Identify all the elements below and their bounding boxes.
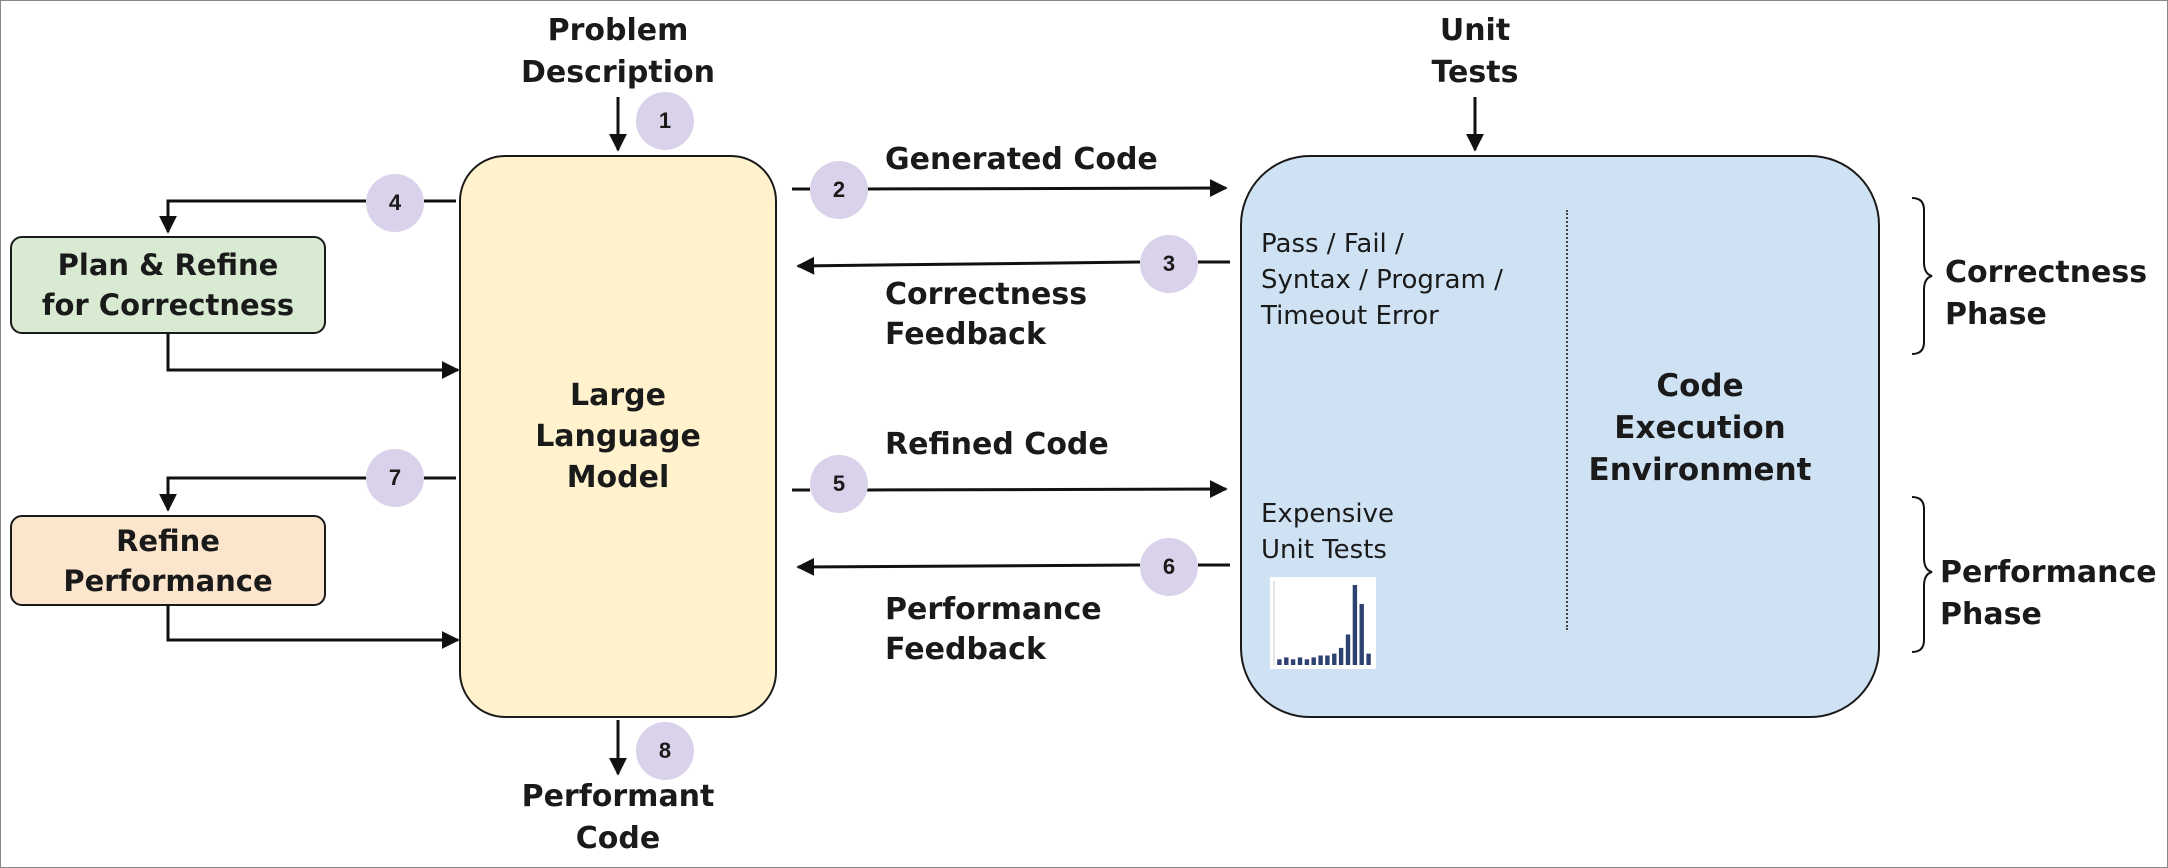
unit-tests-label: Unit Tests	[1395, 10, 1555, 94]
llm-label-line: Large	[570, 378, 666, 413]
llm-label-line: Model	[566, 460, 670, 495]
env-label-line: Code	[1656, 368, 1744, 404]
problem-description-line: Problem	[547, 13, 689, 48]
expensive-unit-tests-text: Expensive Unit Tests	[1261, 496, 1521, 568]
performant-code-line: Performant	[521, 779, 715, 814]
step-8-badge: 8	[636, 722, 694, 780]
expensive-tests-line: Expensive	[1261, 499, 1394, 529]
performant-code-label: Performant Code	[498, 776, 738, 860]
test-outcome-line: Timeout Error	[1261, 301, 1439, 331]
plan-refine-correctness-box: Plan & Refine for Correctness	[10, 236, 326, 334]
refine-loop-in-arrow	[166, 606, 460, 649]
refined-code-arrow	[865, 480, 1228, 499]
performance-feedback-line: Feedback	[885, 632, 1046, 667]
correctness-phase-line: Correctness	[1945, 255, 2148, 290]
performance-phase-brace	[1911, 496, 1933, 653]
performance-phase-line: Phase	[1940, 597, 2042, 632]
performance-phase-line: Performance	[1940, 555, 2157, 590]
step-5-badge: 5	[810, 455, 868, 513]
step-4-badge: 4	[366, 174, 424, 232]
plan-loop-in-arrow	[166, 334, 460, 379]
env-label: Code Execution Environment	[1580, 365, 1820, 491]
correctness-phase-label: Correctness Phase	[1945, 252, 2165, 336]
step-3-badge: 3	[1140, 235, 1198, 293]
llm-label-line: Language	[535, 419, 701, 454]
test-outcome-line: Pass / Fail /	[1261, 229, 1404, 259]
mini-chart-bar	[1318, 655, 1323, 665]
performance-feedback-line: Performance	[885, 592, 1102, 627]
mini-chart-bar	[1277, 659, 1282, 665]
refine-performance-line: Performance	[63, 563, 273, 598]
plan-refine-line: for Correctness	[41, 288, 295, 322]
mini-chart-bar	[1359, 604, 1364, 665]
mini-chart-bar	[1297, 657, 1303, 665]
mini-chart-bar	[1304, 659, 1310, 665]
step-7-badge: 7	[366, 449, 424, 507]
test-outcomes-text: Pass / Fail / Syntax / Program / Timeout…	[1261, 226, 1561, 334]
mini-chart-bar	[1345, 634, 1351, 665]
step-6-badge: 6	[1140, 538, 1198, 596]
llm-box: Large Language Model	[459, 155, 777, 718]
correctness-feedback-label: Correctness Feedback	[885, 275, 1205, 355]
plan-loop-out-arrow-main	[159, 199, 366, 234]
correctness-feedback-line: Correctness	[885, 277, 1088, 312]
generated-code-arrow	[865, 179, 1228, 198]
mini-chart-bar	[1338, 647, 1344, 665]
performance-phase-label: Performance Phase	[1940, 552, 2165, 636]
refine-performance-line: Refine	[116, 523, 220, 558]
plan-refine-line: Plan & Refine	[57, 248, 279, 282]
mini-chart-bar	[1325, 655, 1330, 665]
unit-tests-line: Tests	[1431, 55, 1519, 90]
performance-feedback-arrow	[796, 557, 1141, 576]
correctness-feedback-line: Feedback	[885, 317, 1046, 352]
step-2-badge: 2	[810, 161, 868, 219]
unit-tests-line: Unit	[1439, 13, 1511, 48]
problem-description-line: Description	[520, 55, 716, 90]
env-divider	[1566, 210, 1568, 630]
expensive-tests-mini-chart	[1270, 577, 1376, 669]
mini-chart-bar	[1332, 653, 1337, 665]
mini-chart-bar	[1352, 585, 1358, 665]
env-label-line: Environment	[1588, 452, 1812, 488]
refine-loop-out-arrow-main	[159, 476, 366, 512]
performance-feedback-label: Performance Feedback	[885, 590, 1205, 670]
performant-code-line: Code	[575, 821, 661, 856]
refined-code-label: Refined Code	[885, 427, 1109, 462]
problem-description-label: Problem Description	[488, 10, 748, 94]
mini-chart-bar	[1366, 653, 1371, 665]
env-label-line: Execution	[1614, 410, 1786, 446]
mini-chart-bar	[1311, 657, 1316, 665]
refine-performance-box: Refine Performance	[10, 515, 326, 606]
correctness-feedback-arrow	[796, 256, 1141, 275]
correctness-phase-brace	[1911, 197, 1933, 355]
step-1-badge: 1	[636, 92, 694, 150]
correctness-phase-line: Phase	[1945, 297, 2047, 332]
mini-chart-bar	[1284, 657, 1289, 665]
expensive-tests-line: Unit Tests	[1261, 535, 1387, 565]
generated-code-label: Generated Code	[885, 142, 1158, 177]
mini-chart-bar	[1290, 659, 1296, 665]
test-outcome-line: Syntax / Program /	[1261, 265, 1503, 295]
